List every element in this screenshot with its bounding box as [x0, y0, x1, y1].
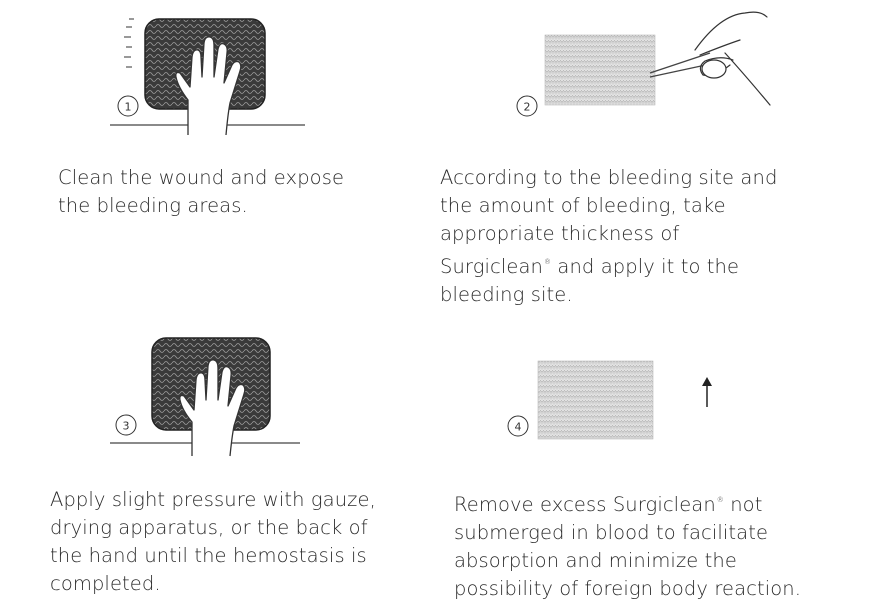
step3-line: drying apparatus, or the back of: [50, 516, 368, 539]
step2-number: 2: [524, 101, 531, 114]
step2-text: According to the bleeding site and the a…: [440, 164, 777, 309]
step3-text: Apply slight pressure with gauze, drying…: [50, 486, 376, 598]
step4-illustration: 4: [507, 360, 712, 440]
step2-line: the amount of bleeding, take: [440, 194, 726, 217]
product-name: Surgiclean: [440, 255, 543, 278]
step4-line: Remove excess Surgiclean® not: [454, 486, 801, 519]
step2-line-tail: and apply it to the: [557, 255, 740, 278]
step4-line-tail: not: [730, 493, 763, 516]
step2-line: bleeding site.: [440, 283, 573, 306]
step2-line: appropriate thickness of: [440, 222, 680, 245]
step2-line: Surgiclean® and apply it to the: [440, 248, 777, 281]
trademark-symbol: ®: [716, 496, 724, 504]
step1-number: 1: [125, 101, 132, 114]
step4-text: Remove excess Surgiclean® not submerged …: [454, 486, 801, 603]
step4-line: possibility of foreign body reaction.: [454, 577, 802, 600]
step1-illustration: 1: [110, 18, 305, 136]
arrow-up-icon: [702, 377, 712, 407]
step1-line: the bleeding areas.: [58, 194, 248, 217]
step3-line: the hand until the hemostasis is: [50, 544, 367, 567]
step2-line: According to the bleeding site and: [440, 166, 778, 189]
step3-line: completed.: [50, 572, 161, 595]
step4-line: absorption and minimize the: [454, 549, 737, 572]
step1-line: Clean the wound and expose: [58, 166, 345, 189]
step2-illustration: 2: [516, 11, 771, 117]
step3-line: Apply slight pressure with gauze,: [50, 488, 376, 511]
step3-illustration: 3: [110, 337, 300, 457]
step4-line-head: Remove excess Surgiclean: [454, 493, 716, 516]
step1-text: Clean the wound and expose the bleeding …: [58, 164, 344, 220]
step4-line: submerged in blood to facilitate: [454, 521, 769, 544]
step3-number: 3: [123, 420, 130, 433]
trademark-symbol: ®: [543, 258, 552, 266]
spray-marks: [124, 18, 134, 68]
step4-number: 4: [515, 421, 522, 434]
